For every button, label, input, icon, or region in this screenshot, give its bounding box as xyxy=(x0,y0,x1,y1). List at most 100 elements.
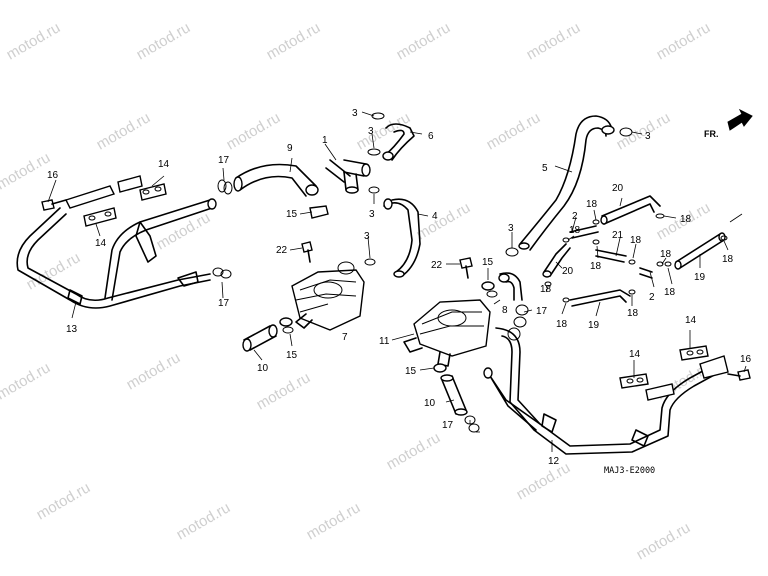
pipe-2-upper xyxy=(569,225,599,239)
watermark: motod.ru xyxy=(354,109,414,153)
callout-4: 4 xyxy=(432,211,438,222)
pipe-13 xyxy=(16,198,217,309)
hose-9 xyxy=(233,163,319,197)
callout-14: 14 xyxy=(95,238,107,249)
callout-6: 6 xyxy=(428,131,434,142)
callout-3: 3 xyxy=(368,126,374,137)
hose-8-right xyxy=(498,272,523,301)
watermark: motod.ru xyxy=(124,349,184,393)
clamp-3-right-mid xyxy=(505,247,519,257)
watermark: motod.ru xyxy=(614,109,674,153)
callout-18: 18 xyxy=(664,287,676,298)
clamp-17-upper xyxy=(217,179,233,195)
callout-20: 20 xyxy=(612,183,624,194)
watermark: motod.ru xyxy=(304,499,364,543)
callout-17: 17 xyxy=(536,306,548,317)
watermark: motod.ru xyxy=(174,499,234,543)
hose-20-upper xyxy=(600,195,661,225)
callout-3: 3 xyxy=(352,108,358,119)
callout-10: 10 xyxy=(424,398,436,409)
callout-17: 17 xyxy=(218,155,230,166)
hose-19-right xyxy=(674,232,726,270)
callout-22: 22 xyxy=(276,245,288,256)
watermark: motod.ru xyxy=(94,109,154,153)
clamp-15-left xyxy=(309,205,329,219)
watermark: motod.ru xyxy=(4,19,64,63)
callout-18: 18 xyxy=(586,199,598,210)
callout-20: 20 xyxy=(562,266,574,277)
callout-13: 13 xyxy=(66,324,78,335)
bolt-22-right xyxy=(459,257,473,279)
callout-3: 3 xyxy=(645,131,651,142)
clamp-15-right-upper xyxy=(481,281,498,298)
joint-21 xyxy=(595,249,627,263)
hose-10-right xyxy=(440,374,468,416)
clamp-15-left-lower xyxy=(279,317,294,334)
pipe-2-lower xyxy=(639,267,653,279)
callout-18: 18 xyxy=(680,214,692,225)
hose-20-lower xyxy=(542,243,571,278)
callout-18: 18 xyxy=(660,249,672,260)
front-direction-arrow: FR. xyxy=(704,108,753,139)
watermark: motod.ru xyxy=(634,519,694,563)
callout-18: 18 xyxy=(540,284,552,295)
callout-15: 15 xyxy=(482,257,494,268)
callout-3: 3 xyxy=(508,223,514,234)
callout-18: 18 xyxy=(630,235,642,246)
watermark: motod.ru xyxy=(654,19,714,63)
callout-12: 12 xyxy=(548,456,560,467)
callout-18: 18 xyxy=(590,261,602,272)
watermark: motod.ru xyxy=(0,359,53,403)
watermark: motod.ru xyxy=(134,19,194,63)
callout-15: 15 xyxy=(286,209,298,220)
callout-8: 8 xyxy=(502,305,508,316)
clamp-15-right-lower xyxy=(433,363,447,373)
hose-5 xyxy=(518,115,615,251)
callout-3: 3 xyxy=(369,209,375,220)
callout-5: 5 xyxy=(542,163,548,174)
watermark: motod.ru xyxy=(0,149,53,193)
flange-14-right xyxy=(619,345,729,401)
direction-label: FR. xyxy=(704,129,719,139)
callout-16: 16 xyxy=(740,354,752,365)
joint-1 xyxy=(325,159,371,194)
callout-2: 2 xyxy=(572,211,578,222)
callout-1: 1 xyxy=(322,135,328,146)
watermark: motod.ru xyxy=(514,459,574,503)
diagram-code: MAJ3-E2000 xyxy=(604,466,655,476)
bolt-22-left xyxy=(301,241,313,263)
pipe-12 xyxy=(483,327,717,455)
valve-11 xyxy=(403,299,491,367)
watermark: motod.ru xyxy=(384,429,444,473)
watermark: motod.ru xyxy=(524,19,584,63)
bolt-16-left xyxy=(41,199,67,211)
valve-7 xyxy=(291,261,365,331)
callout-17: 17 xyxy=(442,420,454,431)
watermark: motod.ru xyxy=(34,479,94,523)
hose-19-left xyxy=(569,289,631,307)
callout-18: 18 xyxy=(722,254,734,265)
callout-21: 21 xyxy=(612,230,624,241)
watermark: motod.ru xyxy=(394,19,454,63)
callout-17: 17 xyxy=(218,298,230,309)
bolt-16-right xyxy=(727,369,751,381)
watermark: motod.ru xyxy=(484,109,544,153)
clamp-17-right xyxy=(513,304,529,328)
callout-14: 14 xyxy=(158,159,170,170)
callout-3: 3 xyxy=(364,231,370,242)
callout-19: 19 xyxy=(694,272,706,283)
callout-19: 19 xyxy=(588,320,600,331)
watermark: motod.ru xyxy=(254,369,314,413)
callout-15: 15 xyxy=(286,350,298,361)
watermark: motod.ru xyxy=(264,19,324,63)
callout-7: 7 xyxy=(342,332,348,343)
hose-10-left xyxy=(242,324,278,352)
callout-15: 15 xyxy=(405,366,417,377)
hose-4 xyxy=(383,198,421,278)
callout-18: 18 xyxy=(569,225,581,236)
flange-14-left xyxy=(65,175,167,227)
watermark: motod.ru xyxy=(414,199,474,243)
clamp-17-lower xyxy=(212,267,232,279)
